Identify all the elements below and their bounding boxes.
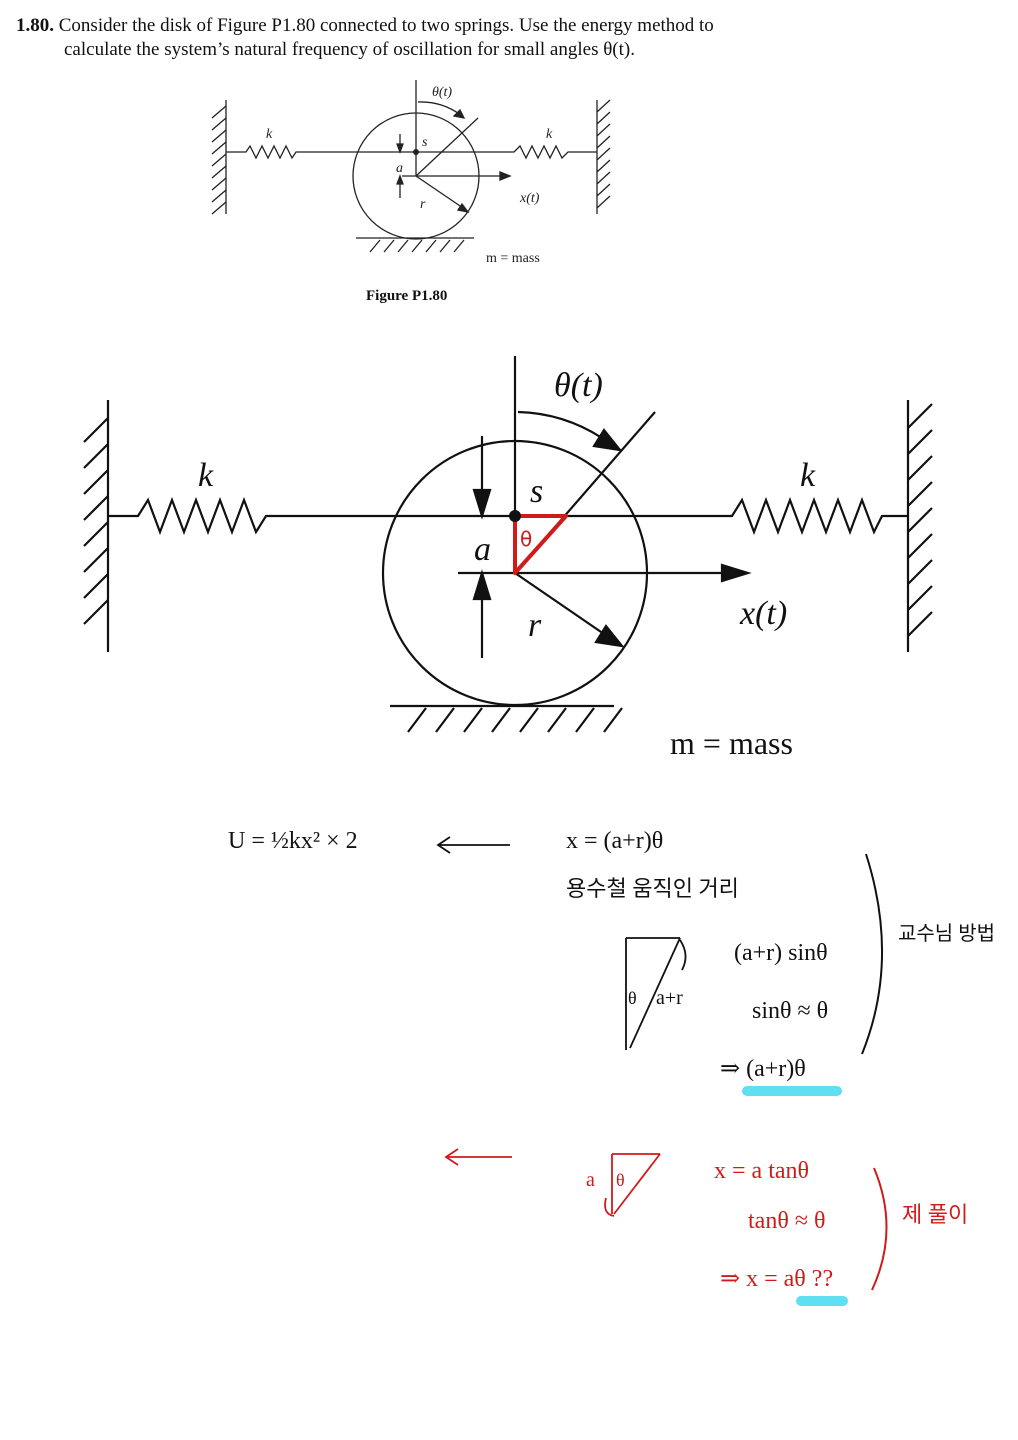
a-label-small: a: [396, 161, 403, 176]
right-spring-small: [416, 144, 597, 160]
problem-line-1: Consider the disk of Figure P1.80 connec…: [58, 15, 714, 36]
prof-sketch-triangle: [625, 937, 687, 1050]
triangle-theta: θ: [520, 527, 532, 551]
energy-equation: U = ½kx² × 2: [228, 828, 358, 854]
right-k-label-large: k: [800, 457, 816, 494]
problem-statement: 1.80. Consider the disk of Figure P1.80 …: [16, 14, 996, 62]
highlight-mine: [796, 1296, 848, 1306]
approx-sin: sinθ ≈ θ: [752, 998, 828, 1024]
theta-label-large: θ(t): [554, 367, 603, 404]
right-wall-hatch-large: [907, 403, 933, 637]
left-k-label-large: k: [198, 457, 214, 494]
ground-hatch-small: [369, 239, 465, 253]
my-equation: x = a tanθ: [714, 1158, 809, 1184]
my-sketch-a: a: [586, 1169, 595, 1191]
left-spring-large: [108, 496, 515, 536]
prof-note: 용수철 움직인 거리: [566, 876, 739, 901]
a-label-large: a: [474, 531, 491, 568]
mass-label-large: m = mass: [670, 725, 793, 761]
prof-bracket: [861, 853, 884, 1055]
left-wall-hatch-large: [83, 417, 109, 625]
prof-sketch-side: a+r: [656, 987, 683, 1009]
theta-arrowhead: [592, 428, 623, 452]
x-label-large: x(t): [739, 595, 787, 632]
ground-hatch-large: [407, 707, 623, 733]
result-prof: ⇒ (a+r)θ: [720, 1056, 806, 1082]
s-label-small: s: [422, 135, 428, 150]
figure-caption: Figure P1.80: [366, 288, 447, 304]
red-triangle: [513, 514, 568, 575]
prof-tag: 교수님 방법: [898, 922, 995, 945]
right-wall-hatch: [596, 99, 611, 209]
pivot-dot: [509, 510, 521, 522]
left-wall-hatch: [211, 105, 227, 215]
left-k-label-small: k: [266, 127, 273, 142]
r-label-large: r: [528, 607, 542, 644]
arrow-to-energy: [436, 836, 510, 854]
right-spring-large: [515, 496, 908, 536]
mass-label-small: m = mass: [486, 251, 540, 266]
highlight-prof: [742, 1086, 842, 1096]
result-mine: ⇒ x = aθ ??: [720, 1266, 833, 1292]
my-sketch-triangle: [604, 1153, 661, 1217]
arrow-my-method: [444, 1148, 512, 1166]
left-spring-small: [226, 144, 416, 160]
s-label-large: s: [530, 473, 543, 510]
my-bracket: [871, 1167, 888, 1291]
prof-equation: x = (a+r)θ: [566, 828, 663, 854]
my-sketch-theta: θ: [616, 1170, 625, 1190]
right-k-label-small: k: [546, 127, 553, 142]
x-label-small: x(t): [519, 191, 540, 206]
prof-sketch-theta: θ: [628, 988, 637, 1008]
theta-label-small: θ(t): [432, 85, 452, 100]
approx-tan: tanθ ≈ θ: [748, 1208, 825, 1234]
x-arrowhead: [720, 563, 752, 583]
my-tag: 제 풀이: [902, 1202, 968, 1227]
sin-line: (a+r) sinθ: [734, 940, 828, 966]
r-label-small: r: [420, 197, 426, 212]
problem-number: 1.80.: [16, 15, 54, 36]
problem-line-2: calculate the system’s natural frequency…: [64, 39, 635, 60]
r-arrowhead: [594, 624, 625, 648]
